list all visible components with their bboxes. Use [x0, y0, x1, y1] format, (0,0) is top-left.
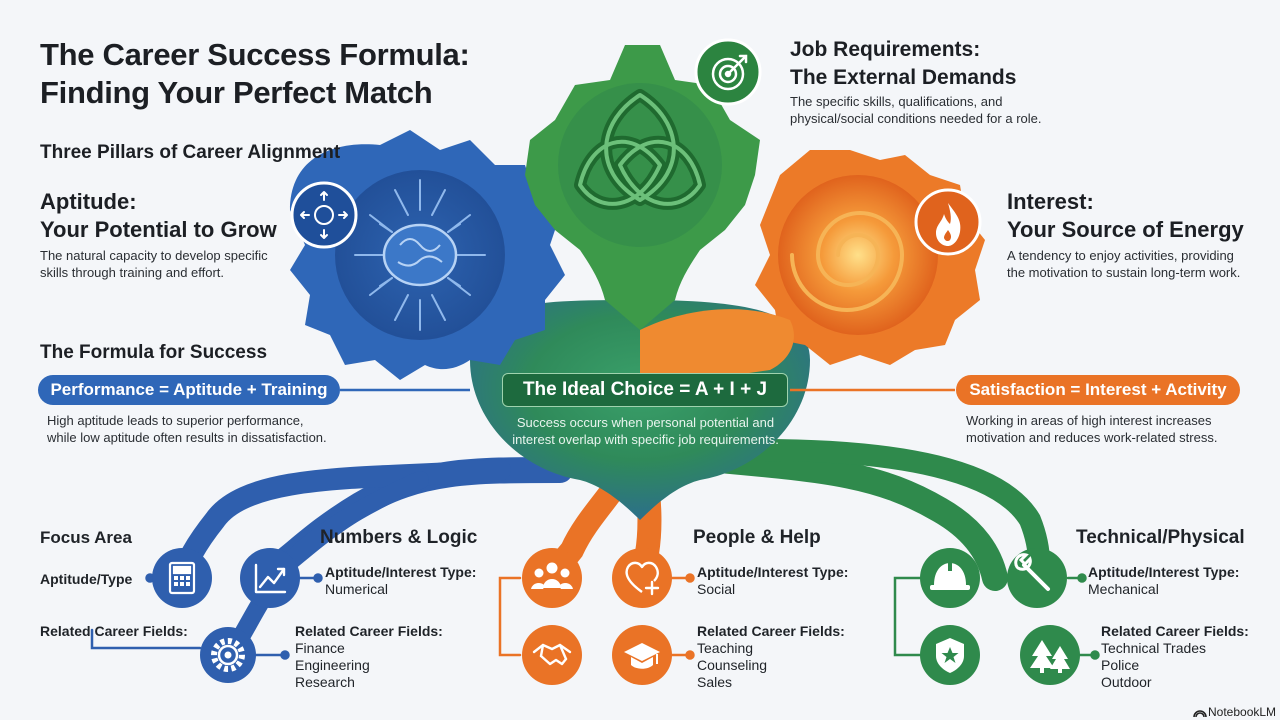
- people-group-icon: [531, 562, 573, 589]
- page-title: The Career Success Formula: Finding Your…: [40, 37, 470, 110]
- trees-icon: [1030, 640, 1070, 673]
- aptitude-description: The natural capacity to develop specific…: [40, 248, 268, 280]
- ideal-choice-pill: The Ideal Choice = A + I + J: [502, 373, 788, 407]
- area-people-fields: Related Career Fields: Teaching Counseli…: [697, 623, 845, 690]
- gear-cog-icon: [211, 638, 245, 672]
- area-numbers-fields: Related Career Fields: Finance Engineeri…: [295, 623, 443, 690]
- interest-gear: [640, 150, 985, 380]
- people-connectors: [498, 573, 695, 660]
- performance-formula-pill: Performance = Aptitude + Training: [38, 375, 340, 405]
- aptitude-gear: [290, 130, 565, 380]
- calculator-icon: [168, 561, 196, 595]
- notebooklm-logo: [1193, 710, 1207, 718]
- area-people-type: Aptitude/Interest Type: Social: [697, 564, 849, 597]
- formula-heading: The Formula for Success: [40, 342, 268, 363]
- brain-arrows-icon: [300, 191, 348, 239]
- handshake-icon: [532, 643, 572, 666]
- area-technical-title: Technical/Physical: [1076, 527, 1245, 548]
- heart-plus-icon: [625, 561, 660, 596]
- job-gear: [525, 38, 762, 330]
- chart-up-icon: [254, 563, 287, 594]
- area-numbers-title: Numbers & Logic: [320, 527, 478, 548]
- area-technical-fields: Related Career Fields: Technical Trades …: [1101, 623, 1249, 690]
- watermark: NotebookLM: [1208, 705, 1277, 719]
- wrench-icon: [1014, 553, 1050, 591]
- legend-heading: Focus Area: [40, 528, 132, 547]
- performance-description: High aptitude leads to superior performa…: [47, 413, 327, 445]
- job-description: The specific skills, qualifications, and…: [790, 94, 1042, 126]
- area-technical-type: Aptitude/Interest Type: Mechanical: [1088, 564, 1240, 597]
- target-icon: [711, 54, 748, 91]
- area-numbers-type: Aptitude/Interest Type: Numerical: [325, 564, 477, 597]
- legend-fields-label: Related Career Fields:: [40, 623, 188, 639]
- interest-title: Interest: Your Source of Energy: [1007, 189, 1244, 242]
- interest-description: A tendency to enjoy activities, providin…: [1007, 248, 1241, 280]
- pillars-heading: Three Pillars of Career Alignment: [40, 142, 341, 163]
- legend-type-label: Aptitude/Type: [40, 571, 133, 587]
- job-title: Job Requirements: The External Demands: [790, 38, 1017, 89]
- aptitude-title: Aptitude: Your Potential to Grow: [40, 189, 277, 242]
- satisfaction-formula-pill: Satisfaction = Interest + Activity: [956, 375, 1240, 405]
- graduation-cap-icon: [624, 643, 660, 669]
- satisfaction-description: Working in areas of high interest increa…: [966, 413, 1218, 445]
- flame-icon: [936, 203, 961, 246]
- ideal-choice-description: Success occurs when personal potential a…: [512, 415, 779, 447]
- hard-hat-icon: [930, 561, 970, 590]
- police-badge-icon: [936, 638, 964, 673]
- area-people-title: People & Help: [693, 527, 821, 548]
